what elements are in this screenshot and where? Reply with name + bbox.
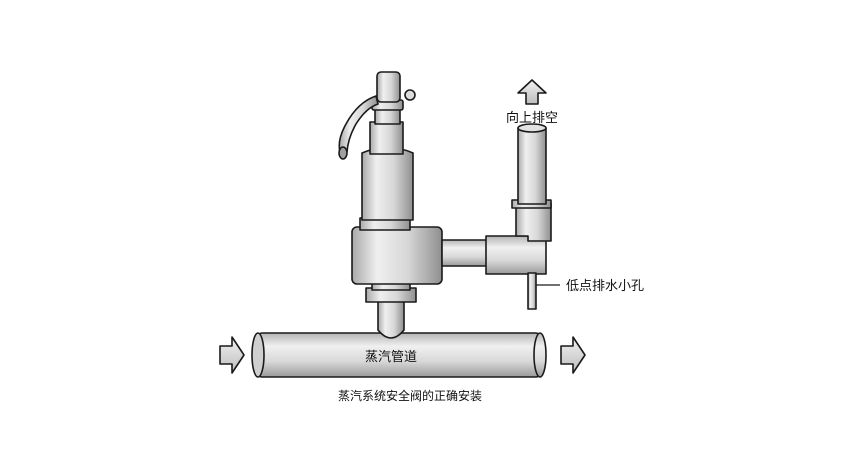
diagram-caption: 蒸汽系统安全阀的正确安装 xyxy=(338,388,482,403)
drain-hole-label: 低点排水小孔 xyxy=(566,279,644,294)
vent-pipe xyxy=(517,123,547,205)
flow-in-arrow-icon xyxy=(219,336,245,374)
steam-pipe-label: 蒸汽管道 xyxy=(365,350,417,365)
vent-up-label: 向上排空 xyxy=(506,110,558,126)
flow-out-arrow-icon xyxy=(560,336,586,374)
valve-body xyxy=(351,217,443,285)
valve-inlet-nozzle xyxy=(365,280,417,339)
vent-up-arrow-icon xyxy=(517,79,547,105)
drip-pan-elbow xyxy=(485,199,552,275)
valve-bonnet xyxy=(361,71,416,221)
steam-pipe xyxy=(251,332,547,378)
drain-tube xyxy=(527,272,537,310)
lifting-lever xyxy=(338,95,379,160)
outlet-pipe xyxy=(441,239,489,267)
